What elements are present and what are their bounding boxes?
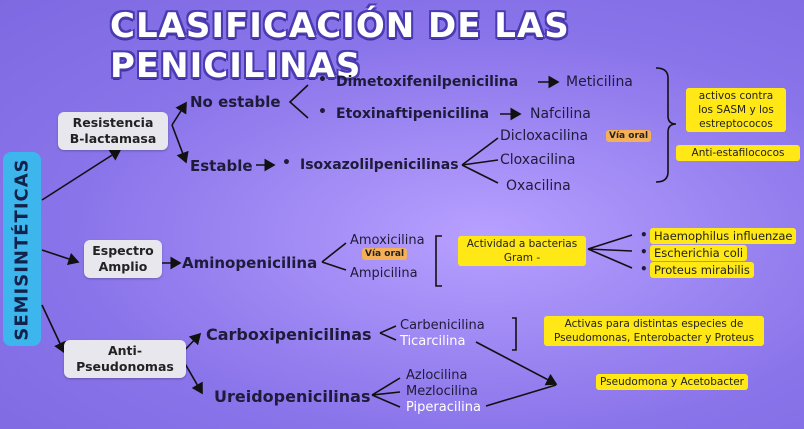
branch-estable bbox=[171, 124, 189, 164]
bracket-espectro bbox=[435, 235, 442, 287]
label-piperacilina: Piperacilina bbox=[406, 400, 481, 415]
note-anti-estafilococos: Anti-estafilococos bbox=[676, 145, 800, 161]
label-meticilina: Meticilina bbox=[566, 74, 633, 90]
group-espectro: Espectro Amplio bbox=[84, 240, 162, 278]
bracket-carboxi bbox=[512, 317, 517, 351]
label-carboxipenicilinas: Carboxipenicilinas bbox=[206, 325, 372, 344]
label-no-estable: No estable bbox=[190, 93, 281, 111]
label-nafcilina: Nafcilina bbox=[530, 106, 591, 122]
label-oxacilina: Oxacilina bbox=[506, 178, 571, 194]
bullet: • bbox=[282, 155, 291, 171]
arrow-piperacilina-nota bbox=[485, 384, 557, 407]
note-sasm: activos contra los SASM y los estreptoco… bbox=[686, 88, 786, 132]
note-pseudomonas: Activas para distintas especies de Pseud… bbox=[544, 316, 764, 346]
bullet: • bbox=[640, 228, 648, 242]
badge-via-oral: Vía oral bbox=[362, 248, 408, 260]
bullet: • bbox=[640, 245, 648, 259]
group-resistencia: Resistencia B-lactamasa bbox=[58, 112, 168, 150]
arrow-ticarcilina-nota bbox=[475, 341, 558, 386]
label-ticarcilina: Ticarcilina bbox=[400, 334, 466, 349]
label-aminopenicilina: Aminopenicilina bbox=[182, 254, 318, 272]
fan-bacterias bbox=[587, 234, 633, 269]
label-estable: Estable bbox=[190, 157, 253, 175]
branch-no-estable bbox=[171, 101, 187, 126]
badge-via-oral: Vía oral bbox=[606, 130, 652, 142]
note-pseudomona-acetobacter: Pseudomona y Acetobacter bbox=[596, 374, 748, 390]
fan-isoxazolil bbox=[461, 137, 499, 184]
bacteria-item: Escherichia coli bbox=[650, 245, 748, 261]
label-dimetoxi: Dimetoxifenilpenicilina bbox=[336, 74, 519, 90]
group-anti: Anti-Pseudonomas bbox=[64, 340, 186, 378]
note-gram-negativas: Actividad a bacterias Gram - bbox=[458, 236, 586, 266]
side-label: SEMISINTÉTICAS bbox=[11, 157, 33, 341]
label-isoxazolil: Isoxazolilpenicilinas bbox=[300, 157, 459, 173]
bullet: • bbox=[318, 104, 327, 120]
label-amoxicilina: Amoxicilina bbox=[350, 233, 425, 248]
label-etoxi: Etoxinaftipenicilina bbox=[336, 106, 490, 122]
side-label-box: SEMISINTÉTICAS bbox=[3, 152, 41, 346]
fan-ureido bbox=[371, 377, 401, 408]
label-cloxacilina: Cloxacilina bbox=[500, 152, 576, 168]
arrow-to-espectro bbox=[41, 249, 80, 266]
label-mezlocilina: Mezlocilina bbox=[406, 384, 478, 399]
bracket-no-estable bbox=[288, 84, 309, 119]
label-ureidopenicilinas: Ureidopenicilinas bbox=[214, 387, 371, 406]
fan-aminopenicilina bbox=[321, 242, 347, 271]
bacteria-item: Proteus mirabilis bbox=[650, 262, 754, 278]
arrow-to-resistencia bbox=[41, 149, 122, 201]
label-ampicilina: Ampicilina bbox=[350, 266, 418, 281]
label-azlocilina: Azlocilina bbox=[406, 368, 468, 383]
label-dicloxacilina: Dicloxacilina bbox=[500, 128, 589, 144]
label-carbenicilina: Carbenicilina bbox=[400, 318, 485, 333]
bullet: • bbox=[640, 262, 648, 276]
page-title: CLASIFICACIÓN DE LAS PENICILINAS bbox=[110, 6, 570, 86]
bullet: • bbox=[318, 72, 327, 88]
fan-carboxi bbox=[379, 325, 397, 341]
bacteria-item: Haemophilus influenzae bbox=[650, 228, 797, 244]
arrow-to-anti bbox=[41, 304, 66, 354]
